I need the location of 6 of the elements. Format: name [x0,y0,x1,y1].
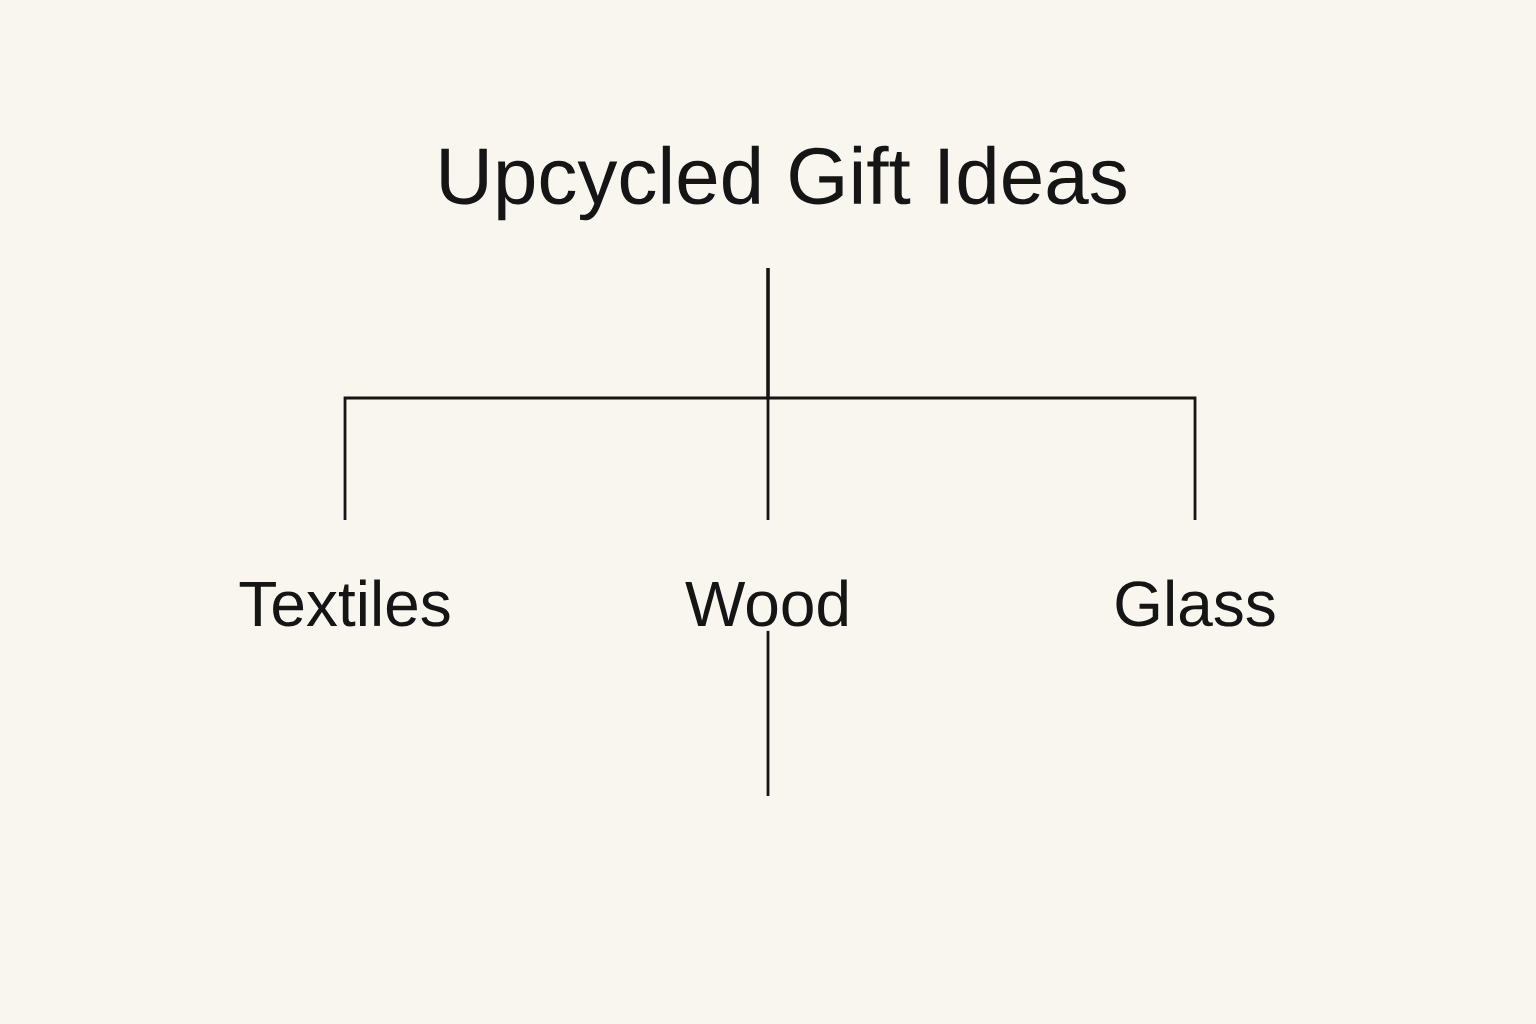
category-label: Wood [685,579,847,627]
category-label: Glass [1116,579,1275,627]
title-text: Upcycled Gift Ideas [441,145,1126,221]
category-label: Textiles [239,579,450,627]
connector-line [766,630,770,796]
connector-line [766,268,1197,520]
